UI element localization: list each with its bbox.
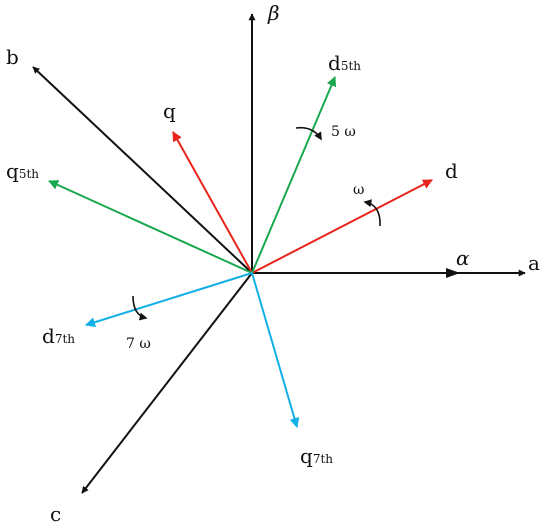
vector-d7th (85, 272, 253, 328)
rotation-arrow-7omega (132, 295, 148, 321)
rotation-arrow-omega (363, 199, 381, 227)
label-beta: β (267, 1, 280, 25)
label-q5th-base: q (6, 159, 19, 183)
label-b: b (6, 45, 19, 69)
label-d: d (445, 159, 458, 183)
axis-b (32, 66, 253, 274)
label-alpha: α (456, 246, 470, 270)
label-d7th-sub: 7th (55, 332, 75, 346)
label-d5th-sub: 5th (341, 59, 361, 73)
vector-q7th (251, 272, 300, 428)
label-c: c (50, 502, 61, 526)
label-q5th: q5th (6, 159, 39, 183)
alpha-arrowhead (446, 268, 460, 278)
label-q7th-sub: 7th (313, 452, 333, 466)
label-5omega: 5 ω (331, 124, 356, 140)
label-omega: ω (353, 182, 364, 198)
label-q7th-base: q (300, 444, 313, 468)
label-d5th-base: d (328, 51, 341, 75)
vector-q (172, 131, 253, 274)
label-d7th: d7th (42, 324, 75, 348)
vector-d5th (251, 76, 337, 274)
label-7omega: 7 ω (126, 336, 151, 352)
label-q5th-sub: 5th (19, 167, 39, 181)
rotation-arrow-5omega (295, 126, 322, 141)
label-a: a (528, 251, 540, 275)
label-q: q (163, 99, 176, 123)
label-d7th-base: d (42, 324, 55, 348)
vector-d (251, 179, 433, 274)
label-d5th: d5th (328, 51, 361, 75)
vector-q5th (48, 180, 253, 274)
label-q7th: q7th (300, 444, 333, 468)
axis-c (81, 272, 253, 494)
